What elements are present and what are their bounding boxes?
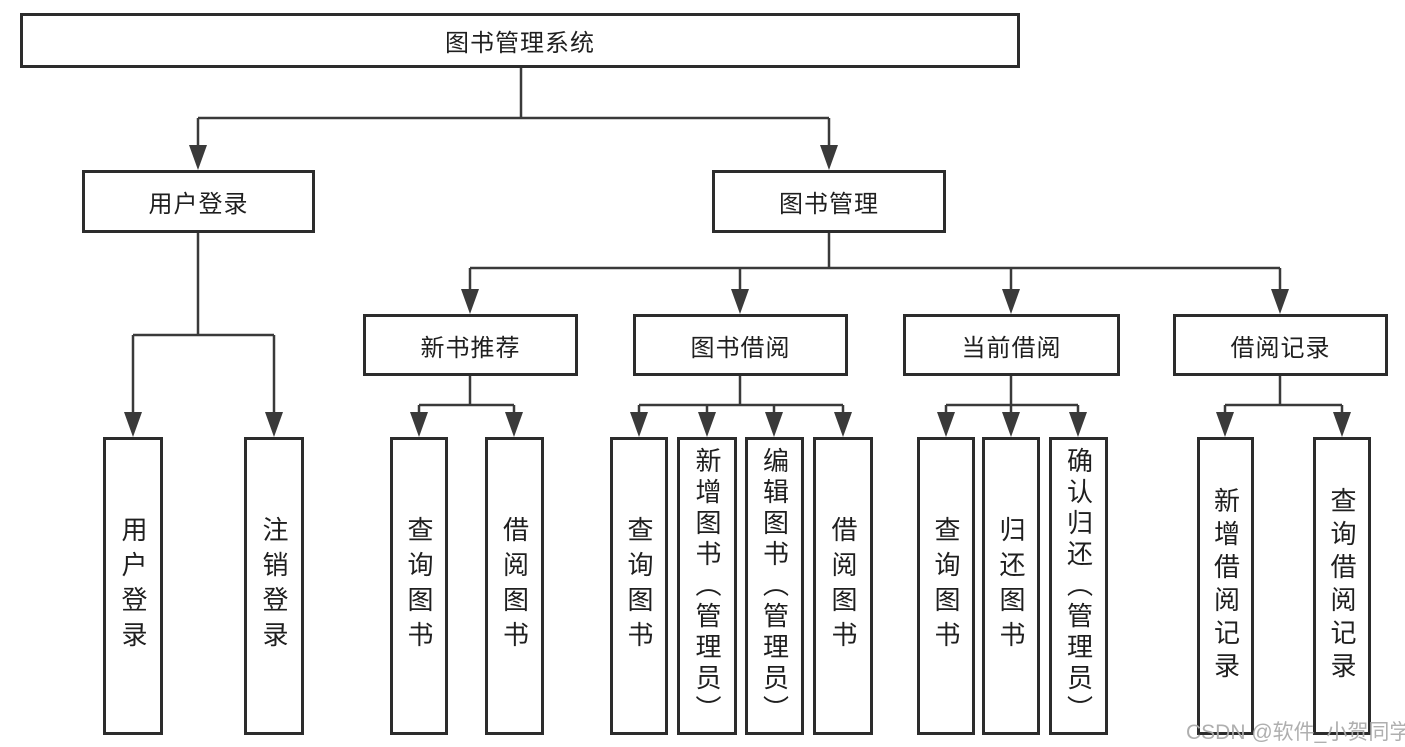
leaf-add-book-admin-label: 新增图书（管理员） (692, 446, 722, 726)
leaf-borrow-books-borrowing: 借阅图书 (813, 437, 873, 735)
leaf-return-books: 归还图书 (982, 437, 1040, 735)
arrowhead-icon (410, 412, 428, 437)
arrowheads (124, 145, 1351, 437)
arrowhead-icon (630, 412, 648, 437)
leaf-edit-book-admin-label: 编辑图书（管理员） (759, 446, 790, 726)
node-book-borrowing: 图书借阅 (633, 314, 848, 376)
leaf-query-books-borrowing-label: 查询图书 (624, 516, 654, 656)
arrowhead-icon (1271, 289, 1289, 314)
arrowhead-icon (1216, 412, 1234, 437)
node-user-login-label: 用户登录 (148, 191, 249, 218)
leaf-add-borrow-record-label: 新增借阅记录 (1210, 487, 1241, 685)
node-book-management-label: 图书管理 (779, 191, 879, 218)
watermark-text: CSDN @软件_小贺同学 (1186, 721, 1405, 744)
leaf-query-books-borrowing: 查询图书 (610, 437, 668, 735)
node-current-borrowing: 当前借阅 (903, 314, 1120, 376)
leaf-add-book-admin: 新增图书（管理员） (677, 437, 737, 735)
arrowhead-icon (265, 412, 283, 437)
arrowhead-icon (1002, 289, 1020, 314)
leaf-edit-book-admin: 编辑图书（管理员） (745, 437, 804, 735)
arrowhead-icon (937, 412, 955, 437)
leaf-query-books-current: 查询图书 (917, 437, 975, 735)
arrowhead-icon (461, 289, 479, 314)
leaf-query-books-recommend: 查询图书 (390, 437, 448, 735)
arrowhead-icon (698, 412, 716, 437)
node-new-book-recommendation-label: 新书推荐 (420, 334, 521, 362)
arrowhead-icon (1002, 412, 1020, 437)
node-root: 图书管理系统 (20, 13, 1020, 68)
arrowhead-icon (1069, 412, 1087, 437)
arrowhead-icon (1333, 412, 1351, 437)
node-current-borrowing-label: 当前借阅 (961, 334, 1062, 362)
leaf-borrow-books-borrowing-label: 借阅图书 (828, 516, 858, 656)
leaf-query-books-current-label: 查询图书 (931, 516, 961, 656)
arrowhead-icon (765, 412, 783, 437)
arrowhead-icon (189, 145, 207, 170)
node-book-borrowing-label: 图书借阅 (690, 334, 791, 362)
node-borrowing-records-label: 借阅记录 (1230, 334, 1331, 362)
arrowhead-icon (820, 145, 838, 170)
node-book-management: 图书管理 (712, 170, 946, 233)
leaf-confirm-return-admin: 确认归还（管理员） (1049, 437, 1108, 735)
leaf-user-login: 用户登录 (103, 437, 163, 735)
leaf-add-borrow-record: 新增借阅记录 (1197, 437, 1254, 735)
leaf-user-login-label: 用户登录 (118, 516, 148, 656)
leaf-query-books-recommend-label: 查询图书 (404, 516, 434, 656)
leaf-logout: 注销登录 (244, 437, 304, 735)
leaf-query-borrow-record-label: 查询借阅记录 (1327, 487, 1357, 685)
arrowhead-icon (834, 412, 852, 437)
leaf-confirm-return-admin-label: 确认归还（管理员） (1063, 446, 1094, 726)
node-borrowing-records: 借阅记录 (1173, 314, 1388, 376)
arrowhead-icon (505, 412, 523, 437)
node-user-login: 用户登录 (82, 170, 315, 233)
connector-lines (131, 68, 1344, 416)
leaf-borrow-books-recommend: 借阅图书 (485, 437, 544, 735)
leaf-return-books-label: 归还图书 (996, 516, 1026, 656)
node-new-book-recommendation: 新书推荐 (363, 314, 578, 376)
leaf-logout-label: 注销登录 (259, 516, 289, 656)
node-root-label: 图书管理系统 (445, 30, 595, 57)
leaf-borrow-books-recommend-label: 借阅图书 (499, 516, 530, 656)
arrowhead-icon (731, 289, 749, 314)
leaf-query-borrow-record: 查询借阅记录 (1313, 437, 1371, 735)
arrowhead-icon (124, 412, 142, 437)
